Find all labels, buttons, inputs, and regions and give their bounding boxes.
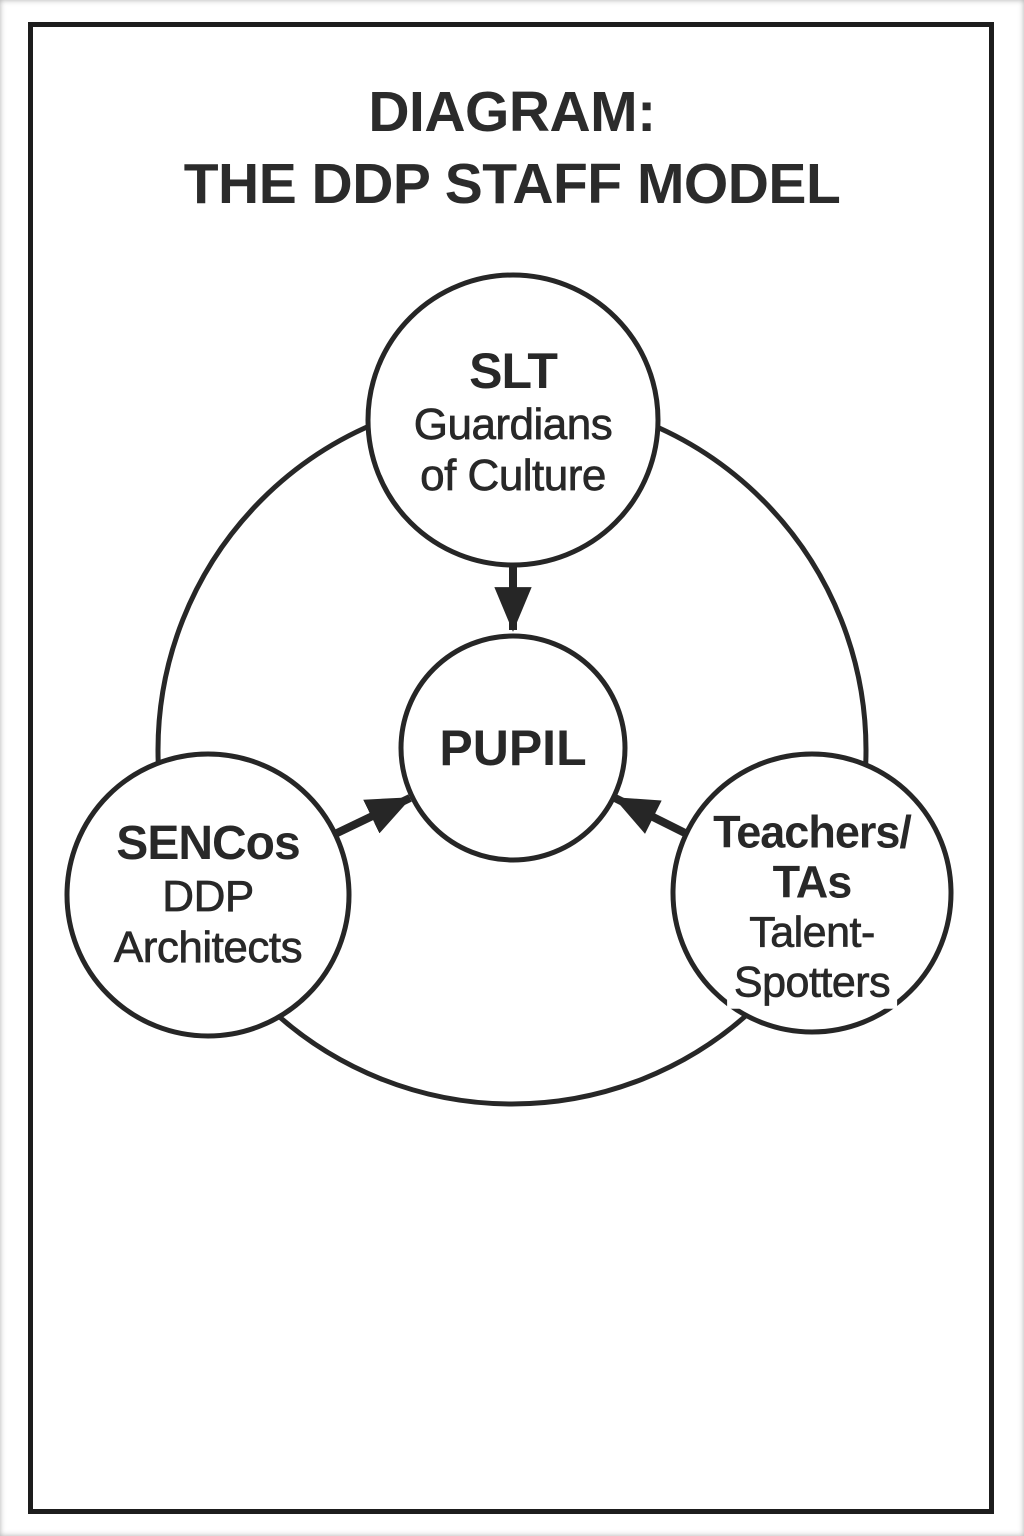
teachers-tas-node-subtitle-line2: Spotters [713,958,911,1009]
slt-node-subtitle-line2: of Culture [420,451,607,501]
diagram-title-line2: THE DDP STAFF MODEL [183,152,841,217]
teachers-tas-node-label: Teachers/ TAs Talent- Spotters [713,806,912,1009]
arrow-teachers-to-pupil [613,794,689,838]
sencos-circle [64,751,352,1039]
slt-node-subtitle-line1: Guardians [413,399,613,450]
teachers-tas-node-title-line1: Teachers/ [713,806,912,858]
teachers-tas-node-title-line2: TAs [772,857,853,909]
arrow-sencos-to-pupil [333,794,412,838]
diagram-title-line1: DIAGRAM: [368,80,656,144]
pupil-node-title: PUPIL [439,720,587,776]
pupil-node-label: PUPIL [439,720,586,776]
sencos-node-subtitle-line2: Architects [113,922,303,973]
slt-node-label: SLT Guardians of Culture [413,342,613,501]
diagram-frame [28,22,994,1514]
sencos-node-title: SENCos [116,817,300,871]
slt-node-title: SLT [469,342,558,399]
sencos-node-label: SENCos DDP Architects [113,817,303,973]
teachers-tas-node-subtitle-line1: Talent- [713,908,911,959]
pupil-circle [398,633,628,863]
slt-circle [365,272,661,568]
diagram-title: DIAGRAM: THE DDP STAFF MODEL [0,76,1024,221]
sencos-node-subtitle-line1: DDP [162,871,255,921]
